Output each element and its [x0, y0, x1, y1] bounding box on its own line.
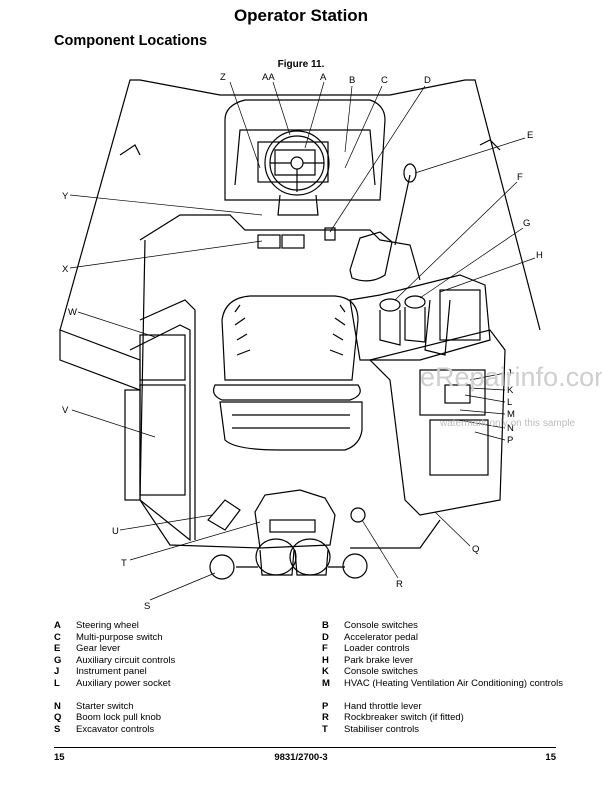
page-number-right: 15	[545, 752, 556, 763]
callout-m: M	[507, 409, 515, 420]
callout-h: H	[536, 250, 543, 261]
callout-n: N	[507, 423, 514, 434]
callout-e: E	[527, 130, 533, 141]
operator-station-diagram: Z AA A B C D E F G H J K L M N P Q R S T…	[59, 72, 543, 610]
callout-v: V	[62, 405, 69, 416]
callout-j: J	[507, 368, 512, 379]
callout-aa: AA	[262, 72, 275, 83]
callout-q: Q	[472, 544, 479, 555]
callout-f: F	[517, 172, 523, 183]
figure-caption: Figure 11.	[277, 59, 325, 70]
callout-g: G	[523, 218, 530, 229]
callout-u: U	[112, 526, 119, 537]
callout-x: X	[62, 264, 69, 275]
document-number: 9831/2700-3	[274, 752, 328, 763]
callout-p: P	[507, 435, 513, 446]
callout-z: Z	[220, 72, 226, 83]
callout-y: Y	[62, 191, 69, 202]
page-title: Operator Station	[233, 6, 369, 25]
callout-c: C	[381, 75, 388, 86]
callout-w: W	[68, 307, 77, 318]
callout-b: B	[349, 75, 355, 86]
callout-t: T	[121, 558, 127, 569]
callout-r: R	[396, 579, 403, 590]
callout-k: K	[507, 385, 514, 396]
watermark-text: eRepairinfo.com	[420, 362, 602, 392]
watermark-subtext: watermark only on this sample	[440, 418, 576, 429]
callout-l: L	[507, 397, 512, 408]
callout-d: D	[424, 75, 431, 86]
section-title: Component Locations	[54, 33, 208, 49]
footer-divider	[54, 747, 556, 748]
callout-s: S	[144, 601, 150, 610]
callout-a: A	[320, 72, 327, 83]
page-number-left: 15	[54, 752, 65, 763]
